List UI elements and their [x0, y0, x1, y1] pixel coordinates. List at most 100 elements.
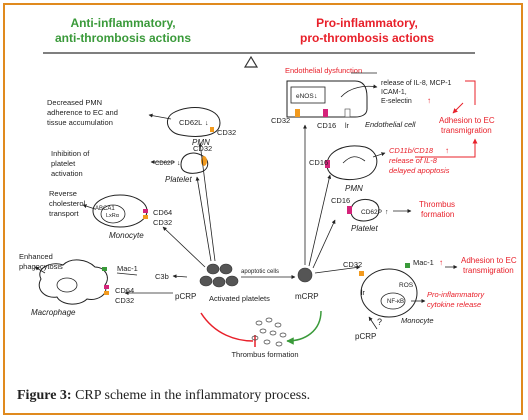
ros-label: ROS — [399, 282, 414, 289]
pcrp-monocyte-arrow — [368, 316, 378, 330]
caption-label: Figure 3: — [17, 388, 72, 403]
cd32-receptor-monocyte-right — [359, 271, 364, 276]
effect-pmn-line3: tissue accumulation — [47, 118, 113, 127]
cytokine-line1: Pro-inflammatory — [427, 290, 485, 299]
cd64-label-macrophage: CD64 — [115, 286, 134, 295]
cd11b-up-arrow: ↑ — [445, 146, 449, 155]
effect-platelet-line3: activation — [51, 169, 83, 178]
cd16-label-endothelial: CD16 — [317, 121, 336, 130]
cd32-label-macrophage: CD32 — [115, 296, 134, 305]
mac1-label-monocyte-right: Mac-1 — [413, 258, 434, 267]
cytokine-line2: cytokine release — [427, 300, 481, 309]
effect-pmn-line1: Decreased PMN — [47, 98, 102, 107]
platelet-right-label: Platelet — [351, 224, 378, 233]
mac1-receptor-monocyte-right — [405, 263, 410, 268]
cd32-receptor-endothelial — [295, 109, 300, 117]
effect-platelet-line1: Inhibition of — [51, 149, 90, 158]
platelet-left-label: Platelet — [165, 175, 192, 184]
release-up-arrow: ↑ — [427, 96, 431, 105]
pcrp-to-platelet-arrow — [195, 176, 212, 262]
endothelial-dysfunction-label: Endothelial dysfunction — [285, 66, 362, 75]
pmn-right-cell — [326, 145, 378, 181]
mcrp-molecule — [297, 267, 313, 283]
cd62p-label-right: CD62P — [361, 209, 382, 216]
monocyte-left-arrow — [82, 204, 96, 210]
figure-caption: Figure 3: CRP scheme in the inflammatory… — [17, 388, 310, 404]
cd32-label-monocyte: CD32 — [153, 218, 172, 227]
cd16-receptor-pmn — [325, 160, 330, 168]
effect-pmn-line2: adherence to EC and — [47, 108, 118, 117]
cd62p-label-left: CD62P — [155, 161, 174, 167]
balance-fulcrum — [243, 55, 259, 68]
lr-receptor-endothelial — [344, 108, 351, 118]
cd64-receptor-monocyte — [143, 209, 148, 213]
endothelial-release-arrow — [340, 84, 378, 98]
cd16-label-platelet: CD16 — [331, 196, 350, 205]
effect-monocyte-line1: Reverse — [49, 189, 77, 198]
pcrp-subunit — [206, 263, 220, 275]
enos-box — [290, 86, 326, 104]
clot-platelet — [269, 330, 277, 336]
monocyte-right-cell — [360, 268, 418, 318]
mac1-up-arrow: ↑ — [439, 258, 443, 267]
pcrp-subunit — [219, 263, 233, 275]
cd32-label-monocyte-right: CD32 — [343, 260, 362, 269]
adhesion-ec-1-line2: transmigration — [441, 126, 492, 135]
cd62p-down-arrow: ↓ — [177, 160, 181, 167]
cd62l-label: CD62L — [179, 118, 202, 127]
endothelial-cell — [286, 80, 368, 118]
release-line1: release of IL-8, MCP-1 — [381, 80, 452, 87]
pmn-right-nucleus — [342, 156, 366, 164]
pmn-left-label: PMN — [192, 138, 210, 147]
pmn-left-arrow — [148, 113, 172, 120]
pcrp-subunit — [199, 275, 213, 287]
platelet-right-cell — [350, 198, 380, 222]
thrombus-right-line2: formation — [421, 210, 454, 219]
pcrp-subunit — [225, 275, 239, 287]
left-heading-line2: anti-thrombosis actions — [55, 31, 191, 45]
adhesion-ec-1-line1: Adhesion to EC — [439, 116, 495, 125]
pmn-left-cell — [166, 107, 221, 137]
pcrp-label-right: pCRP — [355, 332, 376, 341]
pcrp-pentamer — [199, 263, 239, 288]
clot-platelet — [251, 335, 259, 341]
thrombus-formation-label: Thrombus formation — [231, 350, 298, 359]
cd62l-down-arrow: ↓ — [205, 120, 209, 127]
macrophage-arrow — [34, 266, 46, 274]
question-mark: ? — [377, 317, 382, 327]
clot-platelet — [274, 322, 282, 328]
cd64-receptor-macrophage — [104, 285, 109, 289]
clot-platelet — [265, 317, 273, 323]
macrophage-nucleus — [56, 277, 78, 293]
apoptotic-cells-label: apoptotic cells — [241, 269, 279, 275]
pmn-right-arrow — [372, 152, 386, 158]
thrombus-clot — [251, 317, 287, 347]
lxra-label: LxRα — [106, 213, 120, 219]
c3b-arrow — [172, 274, 188, 279]
cd62p-up-arrow: ↑ — [385, 209, 389, 216]
effect-platelet-line2: platelet — [51, 159, 76, 168]
mcrp-to-pmn-arrow — [308, 174, 332, 267]
effect-monocyte-line2: cholesterol — [49, 199, 86, 208]
effect-macrophage-line2: phagocytosis — [19, 262, 63, 271]
mcrp-to-monocyte-arrow — [314, 265, 361, 274]
clot-platelet — [259, 328, 267, 334]
enos-down-arrow: ↓ — [314, 93, 318, 100]
cd16-receptor-endothelial — [323, 109, 328, 117]
cd32-receptor-pmn — [210, 127, 214, 132]
il8-release-label: release of IL-8 — [389, 156, 438, 165]
clot-platelet — [279, 332, 287, 338]
activated-platelets-label: Activated platelets — [209, 294, 270, 303]
pcrp-to-pmn-arrow — [198, 142, 216, 262]
release-bracket — [465, 80, 476, 105]
c3b-label: C3b — [155, 272, 169, 281]
endothelial-cell-label: Endothelial cell — [365, 120, 416, 129]
release-line3: E-selectin — [381, 98, 412, 105]
mcrp-label: mCRP — [295, 292, 319, 301]
cd32-receptor-macrophage — [104, 291, 109, 295]
adhesion-ec-2-line2: transmigration — [463, 266, 514, 275]
macrophage-label: Macrophage — [31, 308, 76, 317]
right-heading-line2: pro-thrombosis actions — [300, 31, 434, 45]
enos-label: eNOS — [296, 93, 314, 100]
mcrp-to-platelet-arrow — [312, 219, 336, 269]
